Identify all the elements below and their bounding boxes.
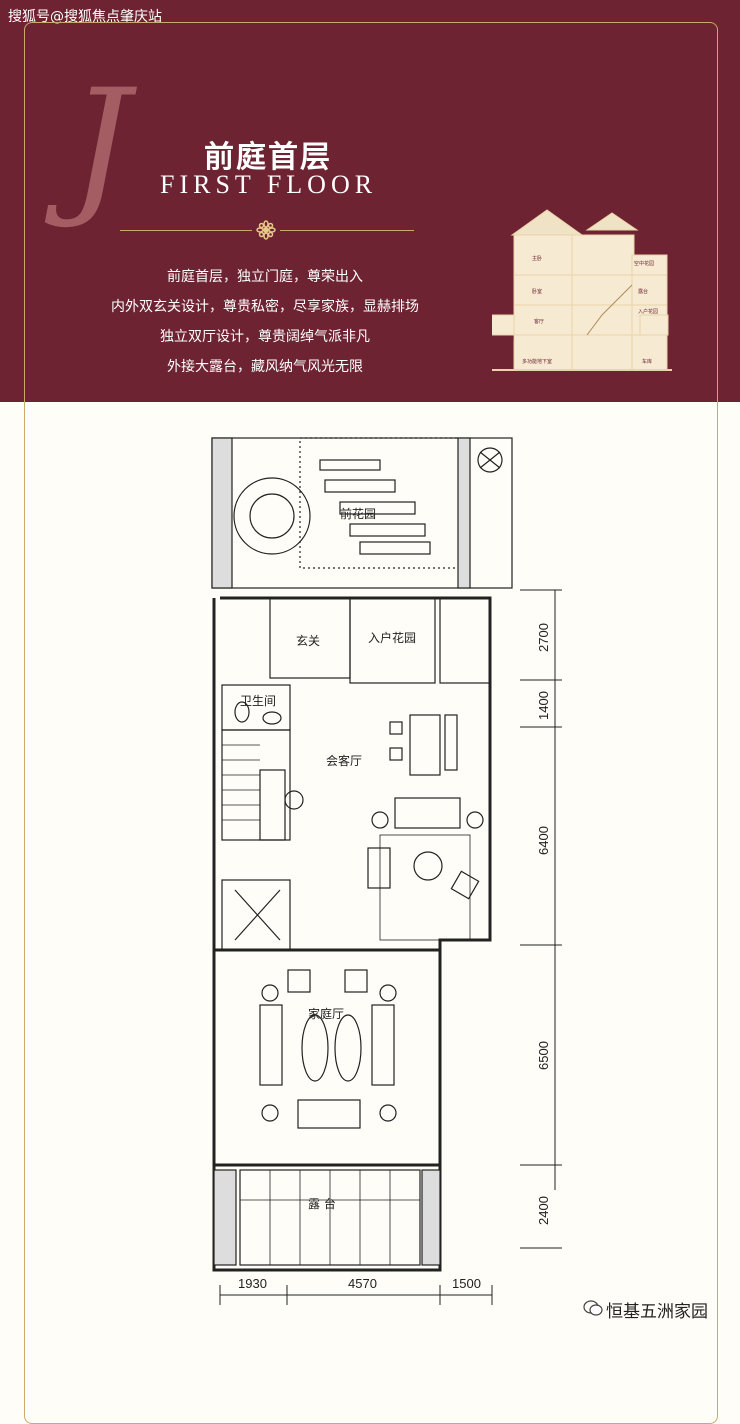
sofa-right xyxy=(371,1004,395,1086)
garden-path xyxy=(359,541,431,555)
stool-icon xyxy=(389,721,403,735)
description-line: 外接大露台，藏风纳气风光无限 xyxy=(167,359,363,375)
planter xyxy=(211,437,233,589)
dimension-label: 1930 xyxy=(238,1276,267,1291)
toilet-icon xyxy=(234,701,250,723)
fountain xyxy=(233,477,311,555)
dimension-label: 4570 xyxy=(348,1276,377,1291)
dimension-label: 6400 xyxy=(536,826,551,855)
floor-plan: 前花园 玄关 入户花园 卫生间 会客厅 家庭厅 露 台 2700 1400 64… xyxy=(211,437,562,1272)
planter xyxy=(457,437,471,589)
garden-path xyxy=(319,459,381,471)
sofa xyxy=(394,797,461,829)
description-line: 内外双玄关设计，尊贵私密，尽享家族，显赫排场 xyxy=(111,299,419,315)
description-line: 独立双厅设计，尊贵阔绰气派非凡 xyxy=(160,329,370,345)
flower-ornament-icon xyxy=(256,220,276,240)
divider-right xyxy=(280,230,414,231)
page-title: 前庭首层 xyxy=(204,140,332,175)
section-label: 多功能地下室 xyxy=(522,358,552,365)
planter xyxy=(213,1169,237,1266)
room-label: 入户花园 xyxy=(368,630,416,645)
armchair xyxy=(287,969,311,993)
sofa-left xyxy=(259,1004,283,1086)
building-section-drawing: 主卧 卧室 客厅 多功能地下室 空中花园 露台 入户花园 车库 门廊 出户花园 xyxy=(492,205,672,375)
section-label: 露台 xyxy=(638,288,648,295)
armchair xyxy=(367,847,391,889)
dimension-label: 1400 xyxy=(536,691,551,720)
lamp-icon xyxy=(261,1104,279,1122)
entry-garden-room xyxy=(349,597,436,684)
description-line: 前庭首层，独立门庭，尊荣出入 xyxy=(167,269,363,285)
sink-icon xyxy=(262,711,282,725)
dimension-label: 6500 xyxy=(536,1041,551,1070)
stair-landing xyxy=(259,769,286,841)
side-closet xyxy=(439,597,491,684)
section-label: 客厅 xyxy=(534,318,544,325)
lamp-icon xyxy=(466,811,484,829)
section-label: 入户花园 xyxy=(638,308,658,315)
round-table xyxy=(413,851,443,881)
section-label: 车库 xyxy=(642,358,652,365)
footer-logo-text: 恒基五洲家园 xyxy=(606,1302,708,1322)
ottoman xyxy=(301,1014,329,1082)
lamp-icon xyxy=(379,984,397,1002)
section-label: 卧室 xyxy=(532,288,542,295)
room-label: 玄关 xyxy=(296,633,320,648)
dimension-label: 2400 xyxy=(536,1196,551,1225)
stool-icon xyxy=(389,747,403,761)
section-label: 主卧 xyxy=(532,255,542,262)
rug xyxy=(379,834,471,941)
description: 前庭首层，独立门庭，尊荣出入 内外双玄关设计，尊贵私密，尽享家族，显赫排场 独立… xyxy=(70,262,460,382)
side-cabinet xyxy=(444,714,458,771)
room-label: 卫生间 xyxy=(240,694,276,708)
room-label: 露 台 xyxy=(308,1196,336,1211)
armchair xyxy=(344,969,368,993)
section-label: 空中花园 xyxy=(634,260,654,267)
dimension-label: 1500 xyxy=(452,1276,481,1291)
header-banner: 搜狐号@搜狐焦点肇庆站 J 前庭首层 FIRST FLOOR 前庭首层，独立门庭… xyxy=(0,0,740,402)
fountain-inner xyxy=(249,493,295,539)
lounge-chair xyxy=(450,870,480,900)
dimension-label: 2700 xyxy=(536,623,551,652)
lamp-icon xyxy=(371,811,389,829)
ottoman xyxy=(334,1014,362,1082)
section-label: 门廊 xyxy=(494,308,504,315)
planter xyxy=(421,1169,441,1266)
room-label: 会客厅 xyxy=(326,753,362,768)
watermark-text: 搜狐号@搜狐焦点肇庆站 xyxy=(8,9,162,25)
garden-path xyxy=(324,479,396,493)
section-label: 出户花园 xyxy=(494,335,514,342)
staircase xyxy=(221,729,291,841)
decorative-letter: J xyxy=(70,58,131,232)
divider-left xyxy=(120,230,252,231)
page-subtitle: FIRST FLOOR xyxy=(160,170,378,199)
coffee-table xyxy=(297,1099,361,1129)
garden-path xyxy=(339,501,416,515)
lamp-icon xyxy=(379,1104,397,1122)
ventilation-fan-icon xyxy=(477,447,503,473)
pedestal-icon xyxy=(284,790,304,810)
coffee-table xyxy=(409,714,441,776)
garden-paving xyxy=(299,437,461,569)
garden-path xyxy=(349,523,426,537)
wechat-icon xyxy=(583,1300,603,1316)
bottom-dimensions: 1930 4570 1500 xyxy=(219,1276,493,1305)
room-label: 前花园 xyxy=(340,506,376,521)
room-label: 家庭厅 xyxy=(308,1006,344,1021)
lamp-icon xyxy=(261,984,279,1002)
